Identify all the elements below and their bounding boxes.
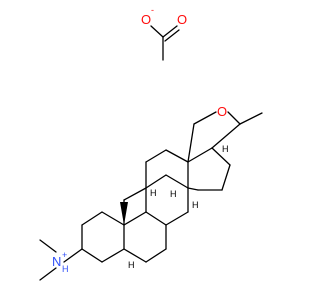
ring-c-bond (145, 174, 167, 189)
h-c20-label: H (222, 144, 229, 154)
h-c8-label: H (170, 189, 177, 199)
ring-c-bond (165, 211, 189, 226)
ring-a-bond (81, 248, 103, 263)
ring-b-bond (123, 211, 147, 226)
acetate-c-o-double-bond (162, 25, 178, 38)
oxolane-bond (227, 111, 241, 125)
n-methyl-bond-2 (39, 267, 57, 281)
ring-d-bond (187, 147, 213, 163)
ring-d-bond (211, 147, 231, 166)
chemical-structure: O - O (39, 5, 263, 281)
c20-methyl-bond (239, 112, 263, 125)
acetate-o-double-label: O (177, 12, 187, 27)
oxolane-bond (193, 111, 217, 125)
ring-oxygen-label: O (217, 104, 227, 119)
ring-c-bond (123, 187, 147, 201)
acetate-o-minus-label: O (141, 12, 151, 27)
ring-b-bond (145, 248, 167, 263)
c10-methyl-wedge (120, 202, 128, 225)
minus-sign: - (151, 5, 154, 15)
acetate-c-o-bond (150, 25, 164, 38)
amine-n-label: N (52, 254, 61, 269)
ring-c-bond (165, 174, 189, 189)
ring-a-bond (101, 211, 125, 226)
acetate-anion: O - O (141, 5, 187, 61)
ring-a-bond (81, 211, 103, 226)
ring-c-upper-bond (145, 149, 167, 163)
ring-b-bond (123, 248, 147, 263)
oxolane-bond (211, 123, 241, 149)
ring-d-bond (187, 187, 199, 191)
c3-n-bond (63, 248, 83, 263)
h-c5-label: H (128, 260, 135, 270)
oxolane-bond (187, 123, 195, 163)
ring-a-bond (101, 248, 125, 263)
ring-b-bond (145, 211, 167, 226)
n-methyl-bond-1 (39, 239, 57, 253)
h-c14-label: H (192, 200, 199, 210)
amine-h-label: H (62, 264, 69, 274)
h-c9-label: H (150, 188, 157, 198)
atom-labels: O N + H H H H H H (52, 104, 229, 274)
ring-c-upper-bond (165, 149, 189, 163)
steroid-skeleton (39, 111, 263, 281)
ring-d-bond (221, 164, 231, 191)
amine-plus-sign: + (62, 250, 67, 260)
acetate-c-o-double-bond-2 (164, 29, 180, 42)
